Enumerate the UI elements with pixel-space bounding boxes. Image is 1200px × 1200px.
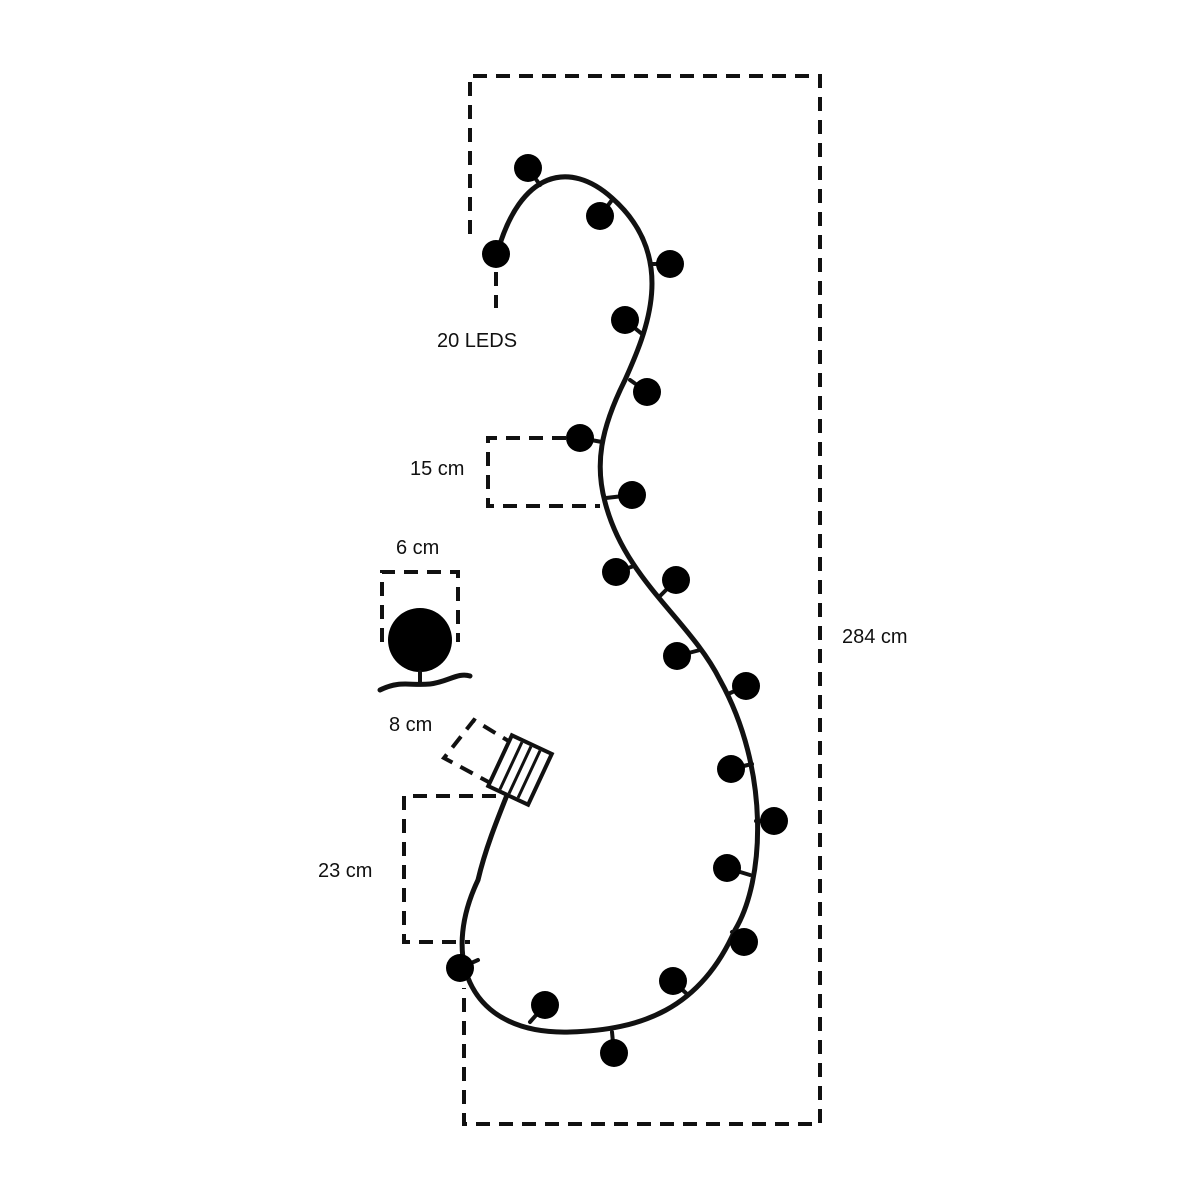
led-bulb bbox=[730, 928, 758, 956]
led-string-cable bbox=[459, 174, 761, 1035]
led-bulb bbox=[566, 424, 604, 452]
led-bulb bbox=[726, 672, 760, 700]
led-bulb bbox=[482, 240, 510, 268]
led-bulb bbox=[628, 378, 661, 406]
led-bulb bbox=[658, 566, 690, 598]
spacing-label: 15 cm bbox=[410, 458, 464, 480]
led-bulb bbox=[754, 807, 788, 835]
led-count-label: 20 LEDS bbox=[437, 330, 517, 352]
led-bulb bbox=[717, 755, 754, 783]
box-size-label: 8 cm bbox=[389, 714, 432, 736]
led-bulb bbox=[602, 558, 636, 586]
led-bulb bbox=[611, 306, 644, 336]
lead-length-label: 23 cm bbox=[318, 860, 372, 882]
led-bulb bbox=[446, 954, 480, 982]
battery-box bbox=[485, 732, 555, 808]
led-bulb bbox=[663, 642, 702, 670]
led-bulb bbox=[528, 991, 559, 1024]
led-bulb bbox=[600, 1030, 628, 1067]
led-bulbs bbox=[446, 154, 788, 1067]
total-length-label: 284 cm bbox=[842, 626, 908, 648]
led-bulb bbox=[713, 854, 752, 882]
led-bulb bbox=[586, 198, 614, 230]
lead-length-dimension bbox=[402, 794, 496, 944]
total-length-dimension bbox=[462, 74, 822, 1126]
led-bulb bbox=[648, 250, 684, 278]
led-bulb bbox=[514, 154, 542, 187]
bulb-size-dimension bbox=[380, 570, 460, 642]
led-bulb bbox=[604, 481, 646, 509]
led-bulb bbox=[659, 967, 690, 997]
bulb-detail-icon bbox=[377, 608, 473, 693]
bulb-size-label: 6 cm bbox=[396, 537, 439, 559]
box-size-dimension bbox=[440, 717, 517, 788]
